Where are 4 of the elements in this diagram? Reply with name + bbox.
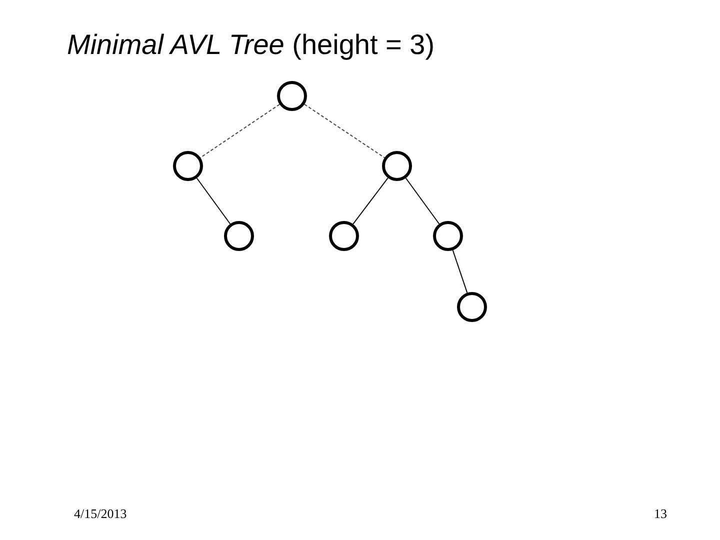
slide-title: Minimal AVL Tree (height = 3): [67, 28, 435, 62]
edge-line: [452, 250, 468, 294]
date-label: 4/15/2013: [74, 506, 127, 522]
page-number: 13: [654, 506, 667, 522]
